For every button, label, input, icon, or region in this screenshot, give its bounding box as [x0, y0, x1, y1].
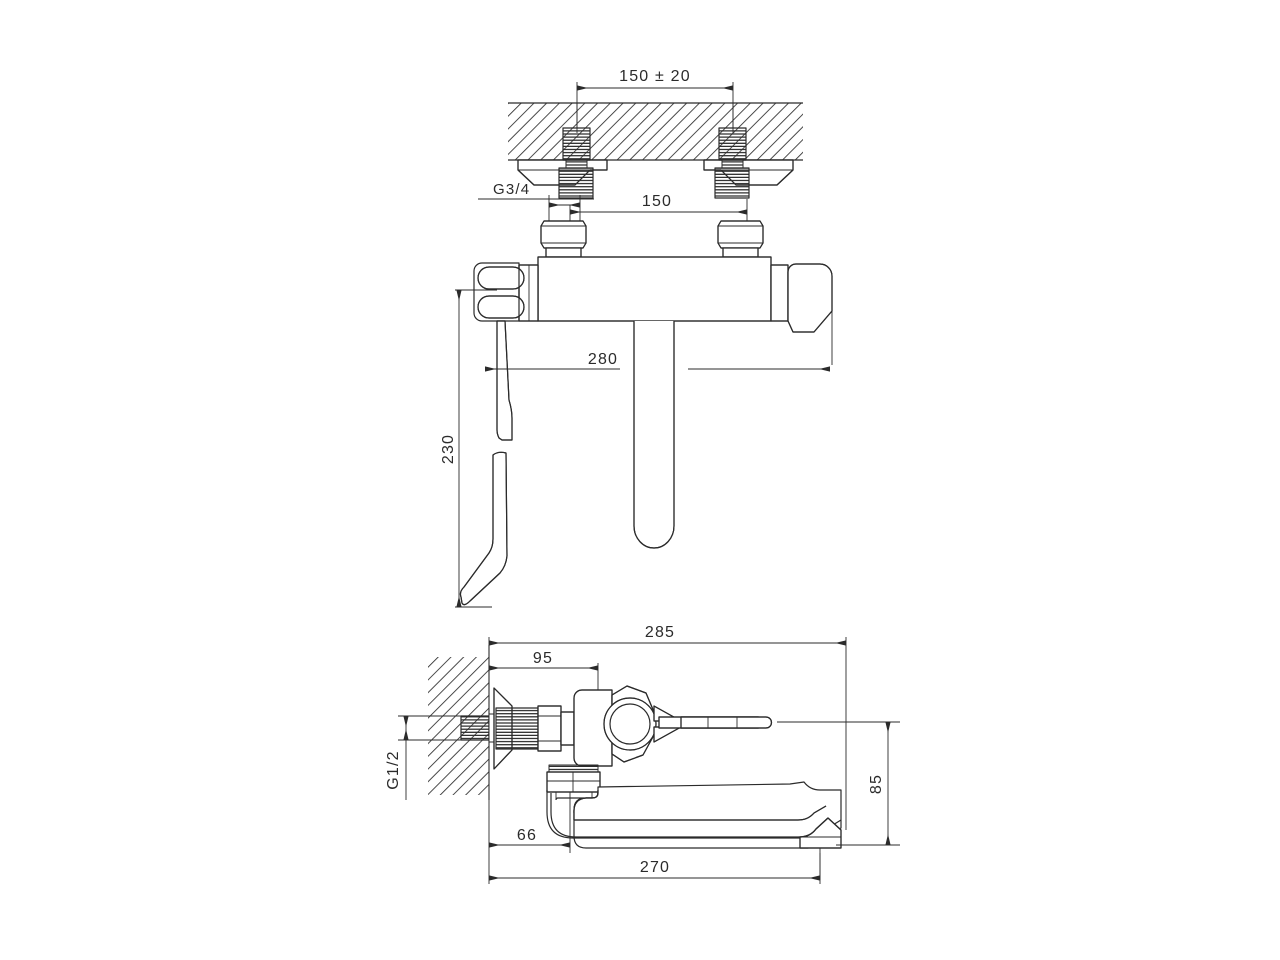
- dimension-spout-offset: 66: [488, 792, 571, 853]
- dimension-handle-drop: 230: [440, 289, 497, 608]
- dim-label-spout-reach: 270: [640, 859, 670, 876]
- dim-label-inlet-spacing: 150: [642, 193, 672, 210]
- union-nut-right: [717, 220, 764, 258]
- wall-inlet-thread-left: [558, 103, 594, 199]
- wall-section-upper: [508, 102, 803, 161]
- dim-label-body-width: 280: [588, 351, 618, 368]
- dimension-wall-centres: 150 ± 20: [576, 68, 734, 133]
- dimension-overall-projection: 285: [488, 624, 847, 830]
- union-nut-left: [540, 220, 587, 258]
- dim-label-wall-centres: 150 ± 20: [619, 68, 691, 85]
- dimension-body-width: 280: [485, 351, 830, 372]
- dimension-inlet-spacing: 150: [569, 193, 748, 226]
- dim-label-body-projection: 95: [533, 650, 553, 667]
- dimension-spout-reach: 270: [488, 853, 821, 884]
- dimension-spout-height: 85: [836, 721, 900, 846]
- dim-label-handle-drop: 230: [440, 434, 457, 464]
- lever-handle-alternate: [680, 716, 846, 729]
- dim-label-overall-projection: 285: [645, 624, 675, 641]
- dim-label-inlet-thread-side: G1/2: [385, 750, 402, 790]
- spout-collar-lower: [546, 764, 601, 800]
- lower-view: 285 95 G1/2: [385, 624, 900, 884]
- handle-hub-left: [473, 262, 539, 322]
- dim-label-spout-offset: 66: [517, 827, 537, 844]
- mixer-body-upper: [537, 256, 772, 322]
- spout-outline: [550, 790, 842, 880]
- control-lever-upper: [496, 320, 513, 441]
- dim-label-spout-height: 85: [868, 774, 885, 794]
- temperature-handle-right: [770, 263, 833, 365]
- mixer-body-lower: [573, 685, 682, 767]
- label-g34: G3/4: [478, 181, 594, 200]
- inlet-nipple-lower: [460, 713, 495, 743]
- control-lever-lower: [459, 451, 508, 606]
- wall-inlet-thread-right: [714, 103, 750, 199]
- connector-thread-lower: [495, 705, 575, 752]
- spout-tube-upper: [633, 321, 675, 549]
- upper-view: 150 ± 20: [440, 68, 833, 608]
- dim-label-inlet-thread-top: G3/4: [493, 181, 530, 198]
